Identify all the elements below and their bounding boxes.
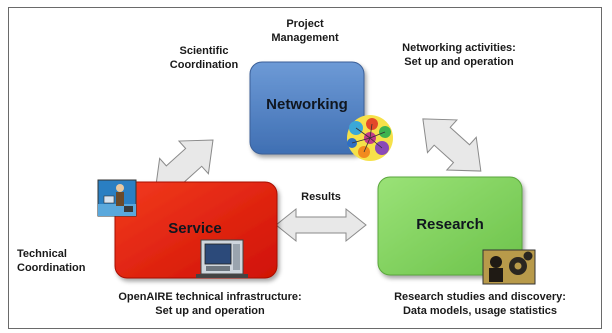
research-title: Research [416,216,484,233]
scientific-coordination-label: Scientific Coordination [169,45,239,71]
infrastructure-label: OpenAIRE technical infrastructure: Set u… [118,291,302,317]
arrow-networking-service [154,139,214,193]
networking-title: Networking [266,96,348,113]
technical-coordination-label: Technical Coordination [17,248,86,274]
people-network-icon [347,115,393,161]
project-management-label: Project Management [271,18,339,44]
results-label: Results [301,191,341,203]
computer-workstation-icon [196,239,248,278]
researcher-gears-icon [482,249,536,285]
networking-box [249,61,365,155]
arrow-service-research [275,207,367,243]
research-studies-label: Research studies and discovery: Data mod… [394,291,566,317]
arrow-networking-research [422,118,482,172]
networking-activities-label: Networking activities: Set up and operat… [402,42,516,68]
service-title: Service [168,220,222,237]
person-at-computer-icon [97,179,137,217]
diagram-frame [8,7,602,329]
